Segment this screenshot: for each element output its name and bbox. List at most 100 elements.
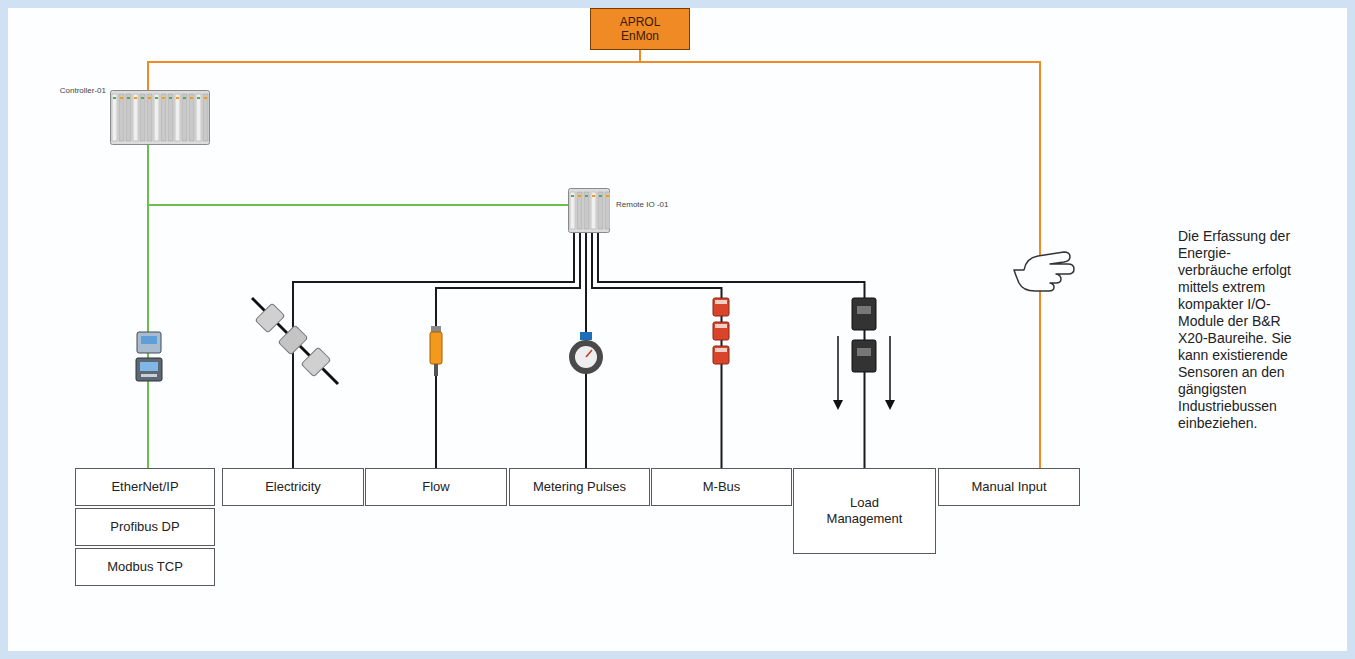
status-led <box>571 195 574 197</box>
signal-box: Load Management <box>793 468 936 554</box>
meter-device-part <box>140 362 158 371</box>
status-led <box>204 97 207 99</box>
circuit-breakers-part <box>889 336 891 406</box>
io-module <box>168 94 173 141</box>
box-label: Profibus DP <box>104 519 185 535</box>
status-led <box>113 97 116 99</box>
device-label: Remote IO -01 <box>616 200 668 210</box>
connector-line <box>148 50 640 90</box>
io-module <box>154 94 159 141</box>
status-led <box>127 97 130 99</box>
device-outline <box>568 188 610 233</box>
circuit-breakers-part <box>885 400 895 410</box>
remote-io-device: Remote IO -01 <box>568 188 610 233</box>
circuit-breakers <box>833 298 895 410</box>
meter-device-part <box>136 358 162 381</box>
status-led <box>599 195 602 197</box>
system-box: APROL EnMon <box>590 8 690 50</box>
box-label: Electricity <box>259 479 327 495</box>
status-led <box>162 97 165 99</box>
meter-device-part <box>141 336 157 344</box>
status-led <box>169 97 172 99</box>
device-outline <box>110 90 210 145</box>
io-module <box>140 94 145 141</box>
io-module <box>161 94 166 141</box>
io-module <box>598 192 603 229</box>
metering-gauge <box>569 332 603 374</box>
status-led <box>148 97 151 99</box>
signal-box: M-Bus <box>651 468 792 506</box>
connector-line <box>592 233 722 468</box>
box-label: Load Management <box>809 495 921 527</box>
box-label: Manual Input <box>965 479 1052 495</box>
mbus-modules-part <box>715 324 727 328</box>
metering-gauge-part <box>575 346 597 368</box>
io-module <box>605 192 610 229</box>
device-label: Controller-01 <box>60 86 106 96</box>
hand-symbol-part <box>1014 252 1074 291</box>
io-module <box>112 94 117 141</box>
current-transformer-part <box>255 303 285 333</box>
flow-sensor-part <box>431 326 441 332</box>
circuit-breakers-part <box>857 348 871 356</box>
meter-device-part <box>137 332 161 353</box>
current-transformer-part-part <box>255 303 285 333</box>
flow-sensor <box>430 326 442 376</box>
box-label: Modbus TCP <box>101 559 189 575</box>
current-transformer-part <box>252 298 338 384</box>
circuit-breakers-part <box>852 298 876 330</box>
io-module <box>119 94 124 141</box>
status-led <box>578 195 581 197</box>
io-module <box>126 94 131 141</box>
status-led <box>141 97 144 99</box>
io-module <box>182 94 187 141</box>
status-led <box>176 97 179 99</box>
box-label: M-Bus <box>697 479 747 495</box>
mbus-modules-part <box>713 298 729 316</box>
mbus-modules-part <box>715 348 727 352</box>
mbus-modules <box>713 298 729 364</box>
status-led <box>606 195 609 197</box>
box-label: EtherNet/IP <box>105 479 184 495</box>
flow-sensor-part <box>434 364 438 376</box>
status-led <box>197 97 200 99</box>
current-transformer <box>252 298 338 384</box>
metering-gauge-part <box>586 350 592 357</box>
input-box: Manual Input <box>938 468 1080 506</box>
signal-box: Metering Pulses <box>509 468 650 506</box>
io-module <box>133 94 138 141</box>
current-transformer-part-part <box>278 325 308 355</box>
mbus-modules-part <box>713 322 729 340</box>
circuit-breakers-part <box>857 306 871 314</box>
io-module <box>584 192 589 229</box>
connector-line <box>148 145 568 205</box>
signal-box: Flow <box>365 468 507 506</box>
controller-device: Controller-01 <box>110 90 210 145</box>
io-module <box>570 192 575 229</box>
io-module <box>196 94 201 141</box>
device-body <box>569 189 610 233</box>
mbus-modules-part <box>715 300 727 304</box>
status-led <box>190 97 193 99</box>
connector-line <box>598 233 865 468</box>
current-transformer-part-part <box>301 347 331 377</box>
status-led <box>155 97 158 99</box>
status-led <box>585 195 588 197</box>
figure-caption: Die Erfassung der Energie-verbräuche erf… <box>1178 228 1300 432</box>
box-label: Metering Pulses <box>527 479 632 495</box>
status-led <box>592 195 595 197</box>
connector-line <box>147 145 149 468</box>
bus-box: Modbus TCP <box>75 548 215 586</box>
signal-box: Electricity <box>222 468 364 506</box>
metering-gauge-part <box>580 332 592 340</box>
box-label: Flow <box>416 479 455 495</box>
current-transformer-part <box>301 347 331 377</box>
metering-gauge-part <box>569 340 603 374</box>
connector-line <box>436 233 580 468</box>
bus-box: EtherNet/IP <box>75 468 215 506</box>
box-label: APROL EnMon <box>617 15 663 43</box>
io-module <box>189 94 194 141</box>
device-body <box>111 91 210 145</box>
io-module <box>175 94 180 141</box>
status-led <box>183 97 186 99</box>
